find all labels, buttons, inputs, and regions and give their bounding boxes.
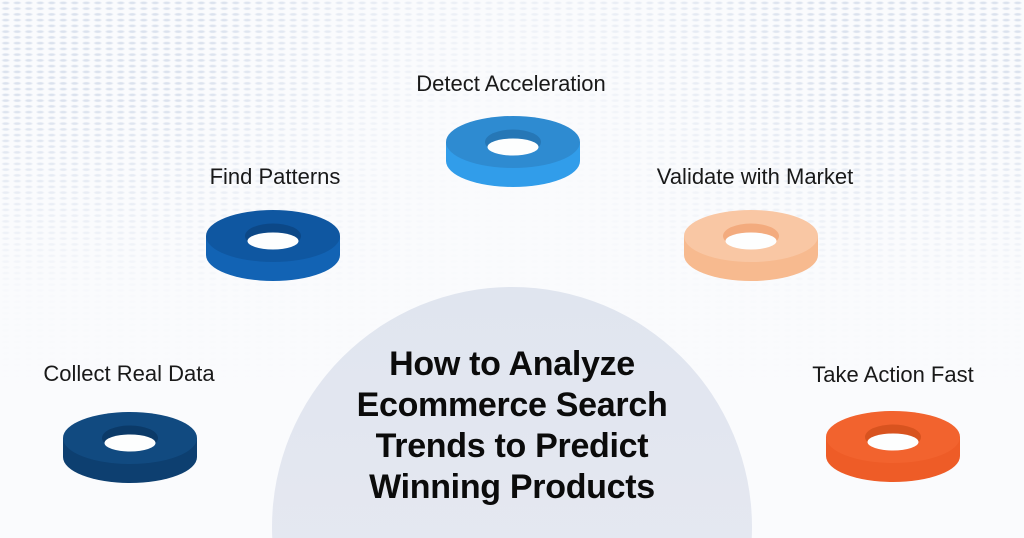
step-label-find-patterns: Find Patterns xyxy=(209,164,341,189)
step-label-take-action-fast: Take Action Fast xyxy=(812,362,974,387)
donut-icon-detect-acceleration xyxy=(446,116,580,187)
donut-icon-collect-real-data xyxy=(63,412,197,483)
donut-icon-validate-with-market xyxy=(684,210,818,281)
title-line-4: Winning Products xyxy=(369,468,655,506)
donut-icon-find-patterns xyxy=(206,210,340,281)
title-line-1: How to Analyze xyxy=(389,345,635,383)
page-title: How to Analyze Ecommerce Search Trends t… xyxy=(357,344,668,508)
step-label-detect-acceleration: Detect Acceleration xyxy=(416,71,606,96)
title-line-2: Ecommerce Search xyxy=(356,386,668,424)
step-label-collect-real-data: Collect Real Data xyxy=(43,361,215,386)
title-line-3: Trends to Predict xyxy=(375,427,649,465)
donut-icon-take-action-fast xyxy=(826,411,960,482)
step-label-validate-with-market: Validate with Market xyxy=(656,164,854,189)
